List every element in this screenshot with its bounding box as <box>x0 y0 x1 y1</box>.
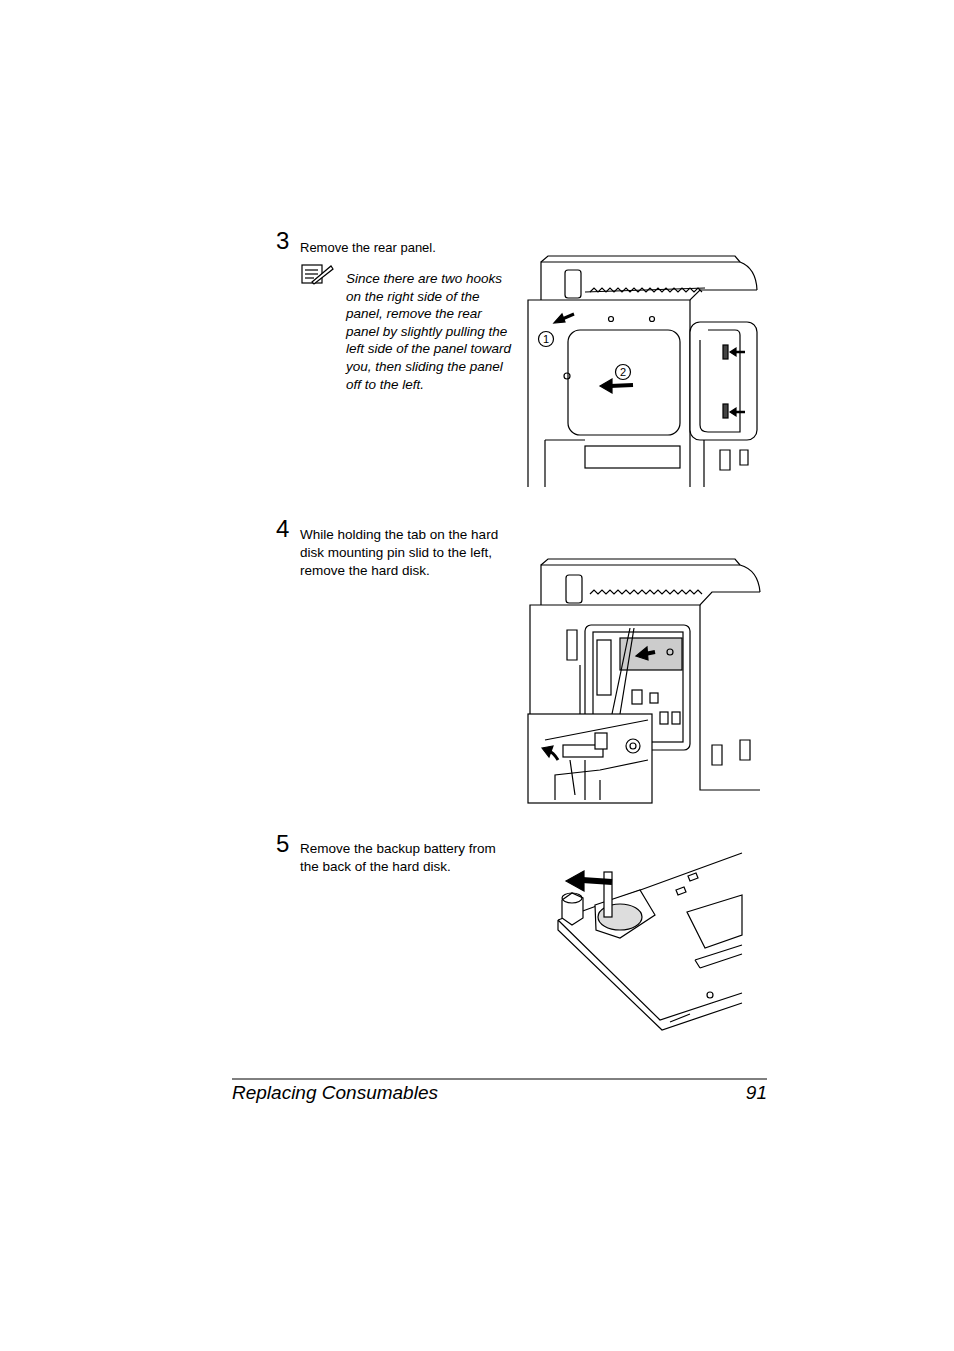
page-number: 91 <box>746 1082 767 1104</box>
step-instruction: Remove the backup battery from the back … <box>300 840 512 876</box>
callout-number: 2 <box>617 365 629 379</box>
step-number: 3 <box>276 228 289 254</box>
note-text: Since there are two hooks on the right s… <box>346 270 516 393</box>
hard-disk-figure <box>528 559 760 803</box>
footer-rule <box>232 1079 767 1080</box>
battery-figure <box>558 853 742 1030</box>
printer-rear-figure <box>528 256 757 487</box>
note-icon <box>302 265 333 284</box>
step-instruction: Remove the rear panel. <box>300 239 512 257</box>
footer-title: Replacing Consumables <box>232 1082 438 1104</box>
callout-number: 1 <box>540 332 552 346</box>
step-number: 5 <box>276 831 289 857</box>
step-number: 4 <box>276 516 289 542</box>
step-instruction: While holding the tab on the hard disk m… <box>300 526 510 580</box>
